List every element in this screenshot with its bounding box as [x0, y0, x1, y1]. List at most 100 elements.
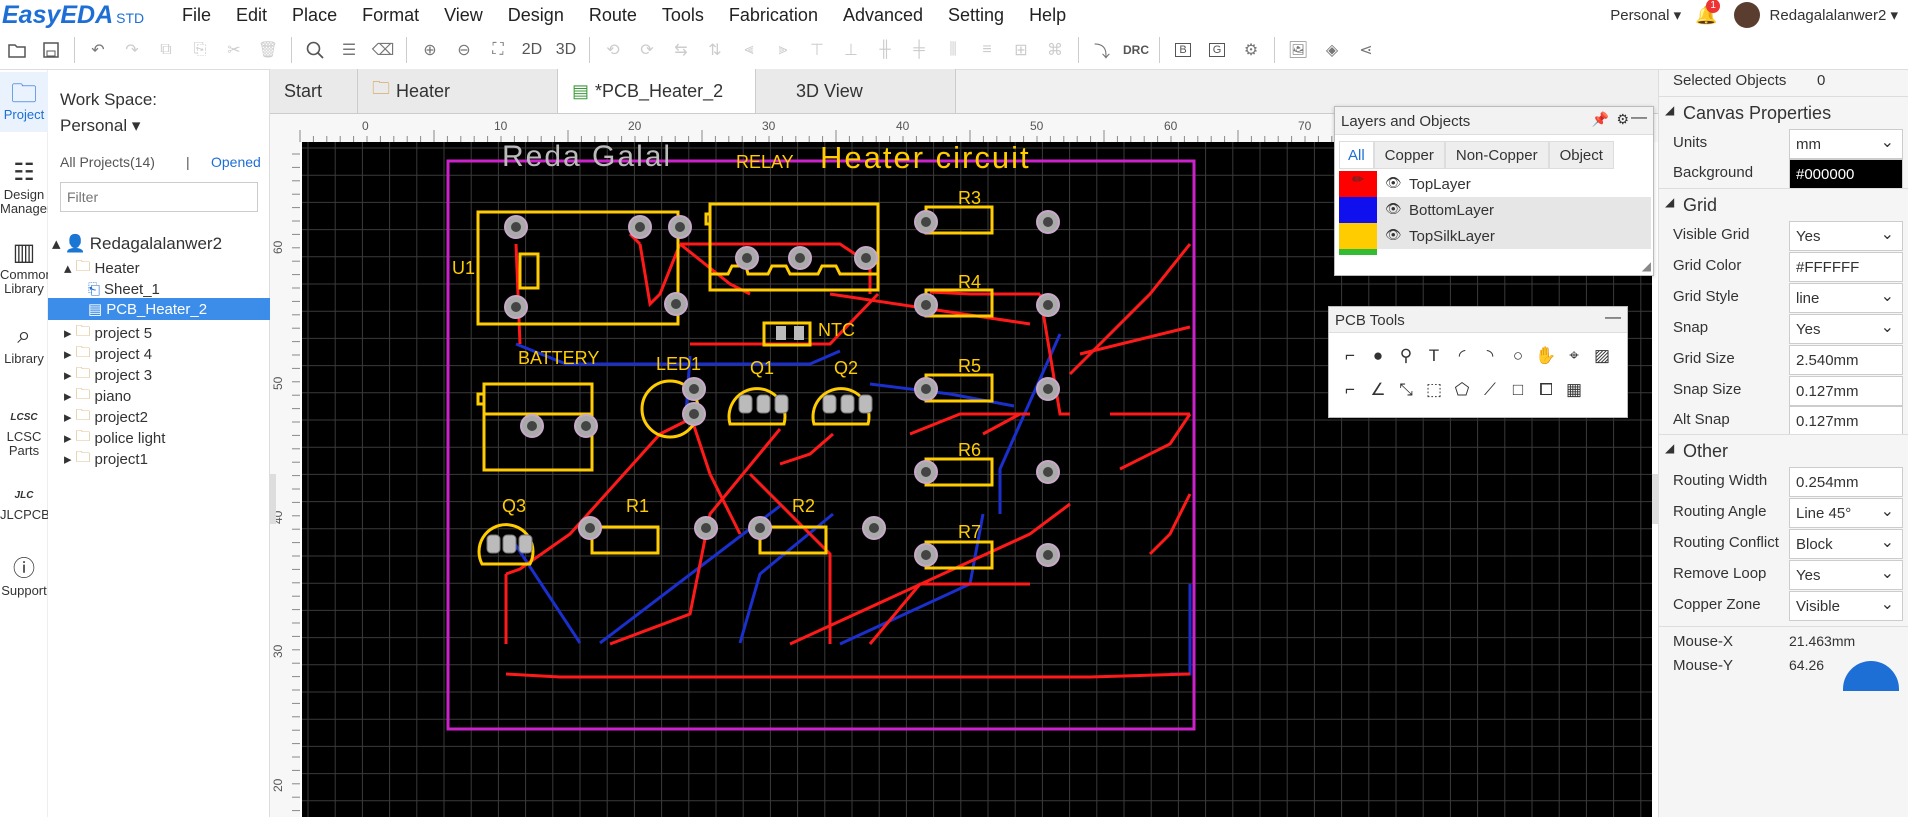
copper-zone-select[interactable]: Visible — [1789, 591, 1903, 621]
cut-icon[interactable]: ✂ — [227, 41, 241, 59]
zoom-in-icon[interactable]: ⊕ — [423, 41, 437, 59]
other-header[interactable]: ◢Other — [1659, 434, 1908, 464]
view-2d-button[interactable]: 2D — [521, 40, 543, 58]
share-icon[interactable]: ⋖ — [1359, 41, 1373, 59]
routing-conflict-select[interactable]: Block — [1789, 529, 1903, 559]
layers-tab-copper[interactable]: Copper — [1373, 141, 1445, 169]
canvas-properties-header[interactable]: ◢Canvas Properties — [1659, 96, 1908, 126]
resize-handle-icon[interactable]: ◢ — [1641, 259, 1651, 273]
fit-view-icon[interactable]: ⛶ — [492, 40, 504, 58]
menu-route[interactable]: Route — [588, 4, 637, 25]
grid-size-input[interactable]: 2.540mm — [1789, 345, 1903, 375]
workspace-select[interactable]: Personal ▾ — [60, 116, 141, 135]
workspace-dropdown[interactable]: Personal ▾ — [1610, 7, 1682, 24]
pin-icon[interactable]: 📌 — [1591, 111, 1609, 127]
eye-icon[interactable]: 👁 — [1385, 227, 1402, 242]
layer-row-bottom[interactable]: 👁 BottomLayer — [1339, 197, 1651, 223]
image-icon[interactable]: 🖼 — [1287, 41, 1309, 59]
layers-icon[interactable]: ◈ — [1325, 41, 1339, 59]
menu-tools[interactable]: Tools — [661, 4, 704, 25]
menu-file[interactable]: File — [182, 4, 212, 25]
tab-heater[interactable]: 🗀Heater — [358, 69, 558, 113]
layer-color-swatch[interactable] — [1339, 223, 1377, 249]
align-bottom-icon[interactable]: ⊥ — [844, 41, 858, 59]
distribute-h-icon[interactable]: ⫼ — [949, 40, 957, 58]
line-tool-icon[interactable]: ⌐ — [1345, 380, 1355, 399]
circle-tool-icon[interactable]: ○ — [1512, 346, 1524, 365]
gerber-button[interactable]: G — [1200, 33, 1234, 67]
eraser-icon[interactable]: ⌫ — [371, 41, 395, 59]
right-collapse-handle[interactable] — [1652, 474, 1658, 524]
layer-row-topsilk[interactable]: 👁 TopSilkLayer — [1339, 223, 1651, 249]
nav-lcsc-parts[interactable]: LCSC LCSC Parts — [0, 406, 48, 458]
keepout-tool-icon[interactable]: ▦ — [1565, 380, 1583, 399]
arc-tool-icon[interactable]: ◜ — [1458, 346, 1466, 365]
pad-tool-icon[interactable]: ● — [1372, 346, 1384, 365]
paste-icon[interactable]: ⎘ — [193, 40, 207, 58]
align-center-v-icon[interactable]: ╪ — [913, 40, 925, 58]
align-right-icon[interactable]: ⫸ — [778, 40, 788, 58]
bom-button[interactable]: B — [1166, 33, 1200, 67]
tree-folder-police-light[interactable]: ▸ 🗀police light — [48, 426, 270, 450]
gear-icon[interactable]: ⚙ — [1616, 111, 1629, 127]
select-rect-icon[interactable]: ⬚ — [1425, 380, 1443, 399]
tab-pcb-heater-2[interactable]: ▤*PCB_Heater_2 — [558, 69, 756, 113]
open-folder-icon[interactable] — [0, 33, 34, 67]
drc-button[interactable]: DRC — [1123, 42, 1149, 57]
tree-folder-project2[interactable]: ▸ 🗀project2 — [48, 405, 270, 429]
opened-link[interactable]: Opened — [211, 154, 261, 170]
solid-region-icon[interactable]: ⧠ — [1539, 380, 1553, 399]
snap-size-input[interactable]: 0.127mm — [1789, 376, 1903, 406]
track-tool-icon[interactable]: ⌐ — [1345, 346, 1355, 365]
nav-jlcpcb[interactable]: JLC JLCPCB — [0, 484, 50, 528]
layers-tab-all[interactable]: All — [1339, 141, 1374, 169]
view-3d-button[interactable]: 3D — [555, 40, 577, 58]
align-grid-icon[interactable]: ⊞ — [1014, 41, 1028, 59]
filter-input[interactable] — [60, 182, 258, 212]
nav-library[interactable]: ⌕ Library — [0, 320, 48, 370]
save-icon[interactable] — [34, 33, 68, 67]
username-dropdown[interactable]: Redagalalanwer2 ▾ — [1769, 7, 1898, 24]
settings-box-icon[interactable]: ⚙ — [1243, 41, 1259, 59]
delete-icon[interactable]: 🗑 — [257, 41, 279, 59]
tree-sheet[interactable]: ⎗Sheet_1 — [48, 277, 270, 301]
rotate-left-icon[interactable]: ⟲ — [606, 41, 620, 59]
tab-3d-view[interactable]: 3D View — [756, 69, 956, 113]
menu-view[interactable]: View — [444, 4, 483, 25]
menu-design[interactable]: Design — [507, 4, 564, 25]
routing-width-input[interactable]: 0.254mm — [1789, 467, 1903, 497]
undo-icon[interactable]: ↶ — [91, 41, 105, 59]
via-tool-icon[interactable]: ⚲ — [1399, 346, 1413, 365]
nav-common-library[interactable]: ▥ Common Library — [0, 238, 53, 298]
menu-place[interactable]: Place — [292, 4, 338, 25]
tree-folder-heater[interactable]: ▴ 🗀Heater — [48, 256, 270, 280]
tab-start[interactable]: Start — [270, 69, 358, 113]
arc2-tool-icon[interactable]: ◝ — [1486, 346, 1494, 365]
align-center-h-icon[interactable]: ╫ — [879, 40, 891, 58]
avatar[interactable] — [1733, 2, 1760, 28]
layers-panel-header[interactable]: Layers and Objects 📌 ⚙ — — [1335, 107, 1653, 135]
tree-folder-piano[interactable]: ▸ 🗀piano — [48, 384, 270, 408]
connect-tool-icon[interactable]: ⌖ — [1569, 346, 1579, 365]
nav-support[interactable]: ⓘ Support — [0, 554, 48, 606]
menu-setting[interactable]: Setting — [948, 4, 1005, 25]
app-logo[interactable]: EasyEDA STD — [2, 1, 182, 30]
text-tool-icon[interactable]: T — [1428, 346, 1440, 365]
routing-angle-select[interactable]: Line 45° — [1789, 498, 1903, 528]
search-icon[interactable] — [298, 33, 332, 67]
grid-color-input[interactable]: #FFFFFF — [1789, 252, 1903, 282]
rect-tool-icon[interactable]: □ — [1512, 380, 1524, 399]
chat-bubble-icon[interactable] — [1843, 661, 1899, 691]
tree-pcb[interactable]: ▤PCB_Heater_2 — [48, 298, 270, 320]
copy-icon[interactable]: ⧉ — [160, 40, 172, 58]
pcb-canvas-area[interactable]: 0 10 20 30 40 50 60 70 60 50 40 30 20 — [270, 106, 1658, 817]
grid-style-select[interactable]: line — [1789, 283, 1903, 313]
tree-folder-project1[interactable]: ▸ 🗀project1 — [48, 447, 270, 471]
menu-fabrication[interactable]: Fabrication — [728, 4, 818, 25]
flip-vertical-icon[interactable]: ⇅ — [708, 41, 722, 59]
layer-row-top[interactable]: ✏ 👁 TopLayer — [1339, 171, 1651, 197]
hand-tool-icon[interactable]: ✋ — [1535, 346, 1557, 365]
tree-folder-project4[interactable]: ▸ 🗀project 4 — [48, 342, 270, 366]
tree-user-root[interactable]: ▴ 👤Redagalalanwer2 — [52, 234, 223, 253]
snap-select[interactable]: Yes — [1789, 314, 1903, 344]
